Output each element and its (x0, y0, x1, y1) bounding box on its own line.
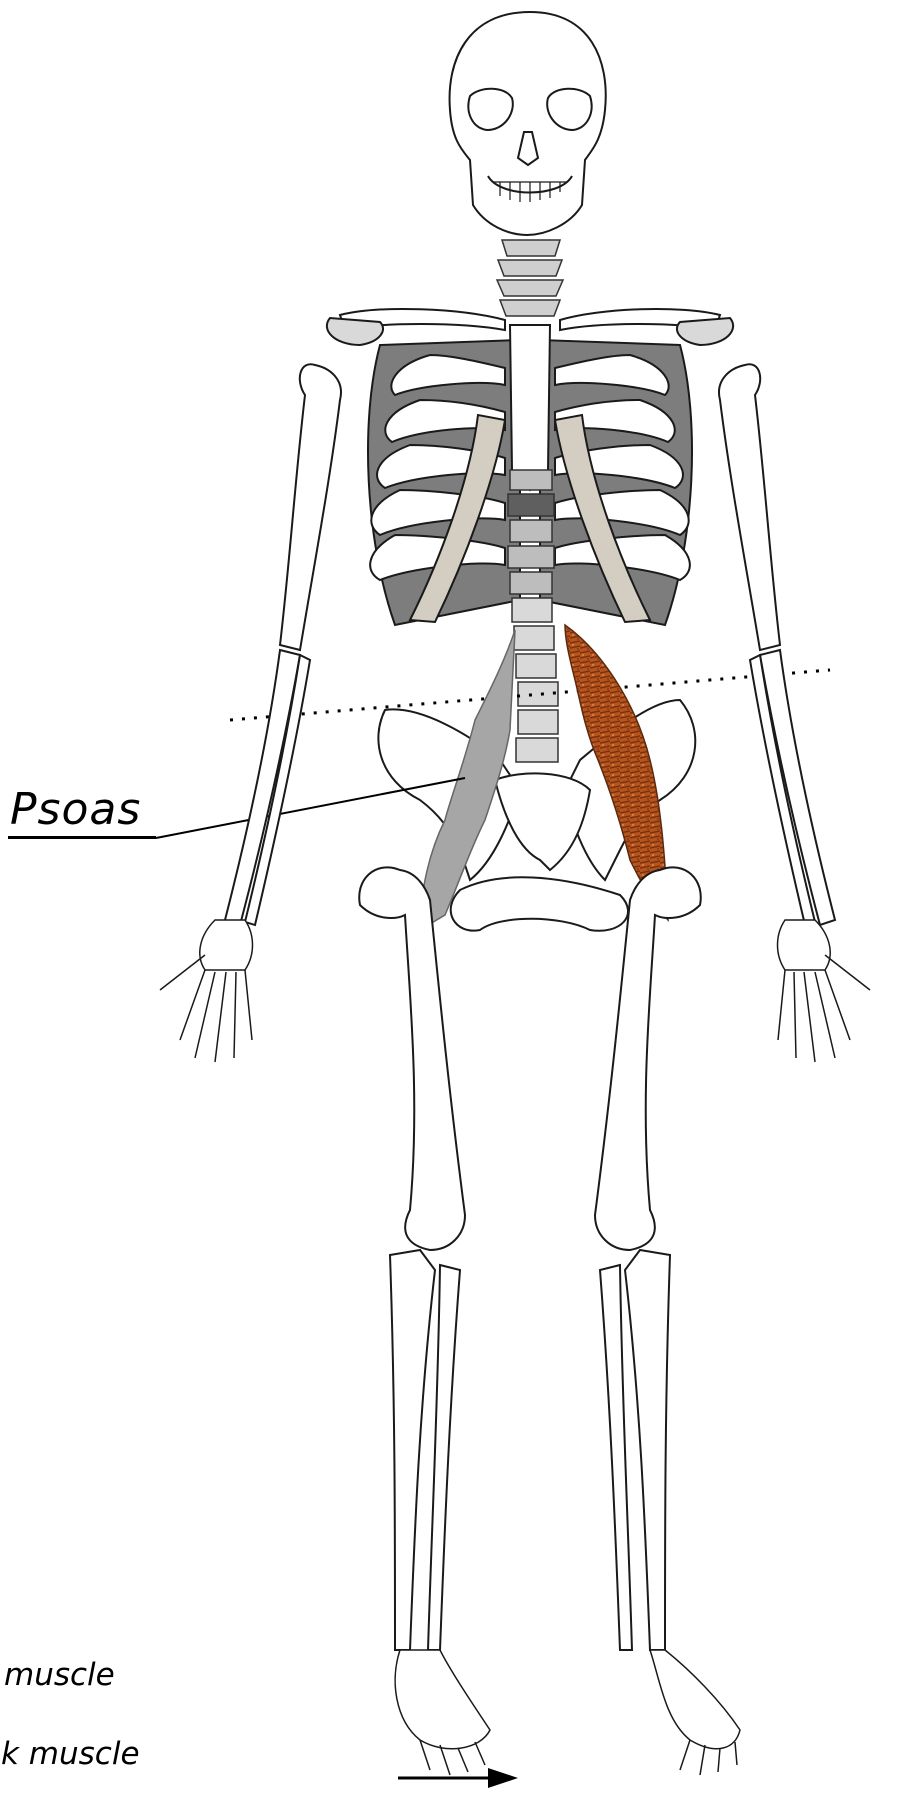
legs (359, 867, 701, 1650)
direction-arrow (398, 1768, 518, 1788)
skull (450, 12, 606, 235)
legend-tight-muscle: t muscle (0, 1657, 115, 1693)
psoas-label-underline (8, 836, 156, 839)
cervical-spine (497, 240, 563, 316)
legend-weak-muscle: ak muscle (0, 1736, 140, 1772)
feet (395, 1650, 740, 1775)
lumbar-spine (508, 470, 558, 762)
psoas-pointer-line (156, 778, 465, 838)
hands (160, 920, 870, 1062)
psoas-label: Psoas (10, 784, 141, 835)
